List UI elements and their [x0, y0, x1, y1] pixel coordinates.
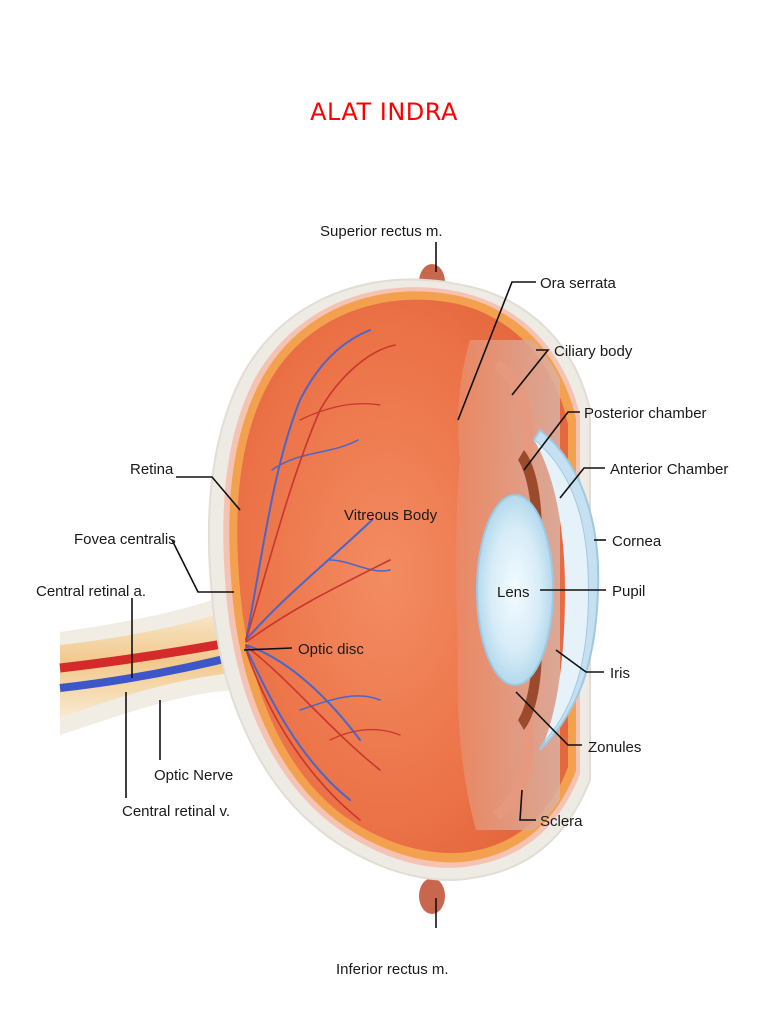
label-ora-serrata: Ora serrata [540, 275, 617, 292]
label-fovea-centralis: Fovea centralis [74, 531, 176, 548]
label-iris: Iris [610, 665, 630, 682]
label-posterior-chamber: Posterior chamber [584, 405, 707, 422]
label-retina: Retina [130, 461, 174, 478]
leader-lines [125, 242, 606, 928]
label-central-retinal-v: Central retinal v. [122, 803, 230, 820]
label-anterior-chamber: Anterior Chamber [610, 461, 728, 478]
label-sclera: Sclera [540, 813, 583, 830]
inferior-rectus-muscle [419, 878, 445, 914]
ciliary-body-lower-shape [494, 710, 534, 820]
label-lens: Lens [497, 584, 530, 601]
label-inferior-rectus: Inferior rectus m. [336, 961, 449, 978]
label-vitreous-body: Vitreous Body [344, 507, 438, 524]
label-pupil: Pupil [612, 583, 645, 600]
page-title: ALAT INDRA [310, 98, 458, 126]
label-superior-rectus: Superior rectus m. [320, 223, 443, 240]
label-optic-disc: Optic disc [298, 641, 364, 658]
label-zonules: Zonules [588, 739, 641, 756]
retinal-vessels [245, 329, 401, 821]
ciliary-body-shape [494, 360, 534, 470]
label-optic-nerve: Optic Nerve [154, 767, 233, 784]
label-ciliary-body: Ciliary body [554, 343, 633, 360]
anterior-chamber-shape [534, 440, 588, 740]
label-cornea: Cornea [612, 533, 662, 550]
label-central-retinal-a: Central retinal a. [36, 583, 146, 600]
